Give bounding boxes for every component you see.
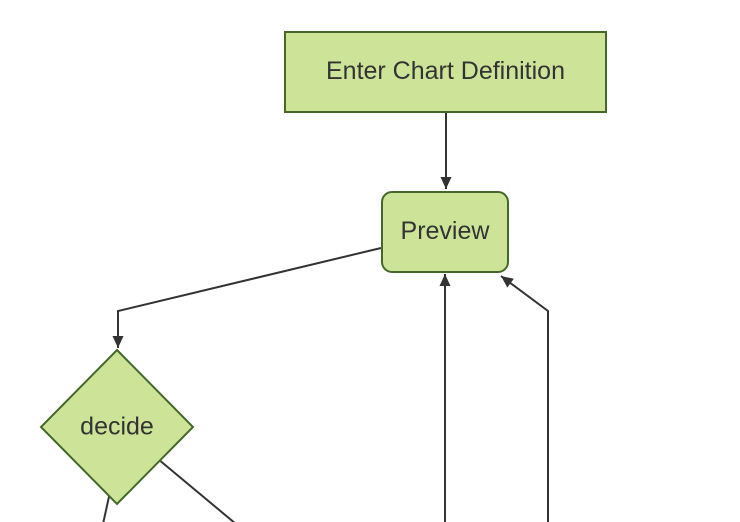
edge-decide-to-offscreen-left	[102, 491, 111, 522]
node-enter-chart-definition-label: Enter Chart Definition	[325, 57, 565, 86]
edge-offscreen-to-preview-corner	[500, 275, 549, 522]
edge-decide-to-offscreen-right	[157, 458, 236, 522]
node-decide-label: decide	[80, 412, 154, 441]
node-preview: Preview	[381, 191, 509, 273]
node-enter-chart-definition: Enter Chart Definition	[284, 31, 607, 113]
edge-preview-to-decide	[112, 247, 382, 348]
node-preview-label: Preview	[400, 217, 490, 246]
node-decide-shape	[39, 348, 195, 506]
